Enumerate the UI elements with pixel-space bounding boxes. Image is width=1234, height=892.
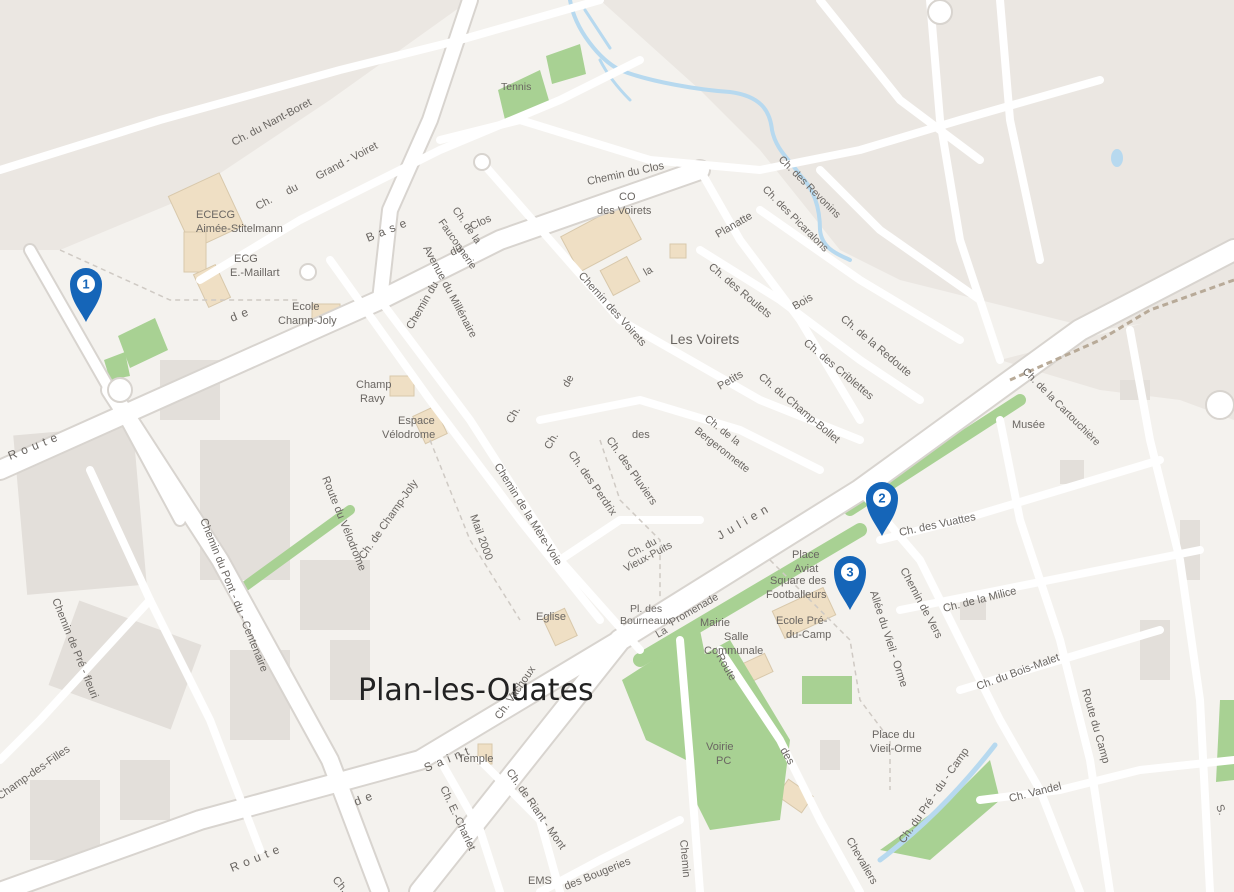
label-ecole-pre: Ecole Pré- [776, 615, 828, 627]
roundabout-layer [107, 0, 1234, 420]
pond [1111, 149, 1123, 167]
label-footballeurs: Footballeurs [766, 589, 827, 601]
label-ravy: Ravy [360, 393, 386, 405]
label-des-voirets: des Voirets [597, 205, 652, 217]
label-communale: Communale [704, 645, 763, 657]
marker-badge [77, 275, 95, 293]
label-ecole: Ecole [292, 301, 320, 313]
label-du-camp: du-Camp [786, 629, 831, 641]
marker-badge [841, 563, 859, 581]
marker-number: 2 [878, 491, 885, 506]
footpath-layer [59, 249, 1234, 790]
label-bourneaux: Bourneaux [620, 615, 672, 627]
label-pl-des: Pl. des [630, 603, 662, 615]
location-marker-1[interactable]: 1 [70, 268, 102, 322]
label-voirie: Voirie [706, 741, 734, 753]
label-chemin-bottom: Chemin [677, 839, 692, 878]
label-eglise: Eglise [536, 611, 566, 623]
label-des: des [632, 429, 650, 441]
city-label: Plan-les-Ouates [358, 673, 594, 708]
label-co: CO [619, 191, 636, 203]
building-layer [13, 360, 1200, 860]
marker-badge [873, 489, 891, 507]
location-marker-3[interactable]: 3 [834, 556, 866, 610]
marker-number: 1 [82, 277, 89, 292]
label-de: de [560, 373, 577, 390]
label-velodrome: Vélodrome [382, 429, 435, 441]
label-e-maillart: E.-Maillart [230, 267, 280, 279]
label-temple: Temple [458, 753, 493, 765]
label-place-du: Place du [872, 729, 915, 741]
label-place: Place [792, 549, 820, 561]
label-mairie: Mairie [700, 617, 730, 629]
label-square-des: Square des [770, 575, 827, 587]
label-ececg: ECECG [196, 209, 235, 221]
label-ch-grand-voiret-2: du [284, 181, 300, 197]
label-salle: Salle [724, 631, 748, 643]
label-vieil-orme: Vieil-Orme [870, 743, 922, 755]
label-du: du [448, 243, 464, 259]
label-musee: Musée [1012, 419, 1045, 431]
label-ecg: ECG [234, 253, 258, 265]
parcel-layer [0, 0, 1234, 420]
label-la-prom: La [654, 624, 670, 640]
location-marker-2[interactable]: 2 [866, 482, 898, 536]
label-s: S. [1213, 803, 1228, 817]
label-aimee-stitelmann: Aimée-Stitelmann [196, 223, 283, 235]
label-pc: PC [716, 755, 731, 767]
label-les-voirets: Les Voirets [670, 331, 739, 347]
label-espace: Espace [398, 415, 435, 427]
label-aviat: Aviat [794, 563, 818, 575]
label-ems: EMS [528, 875, 552, 887]
marker-number: 3 [846, 565, 853, 580]
label-champ-joly: Champ-Joly [278, 315, 337, 327]
label-tennis: Tennis [501, 81, 531, 93]
label-champ: Champ [356, 379, 391, 391]
